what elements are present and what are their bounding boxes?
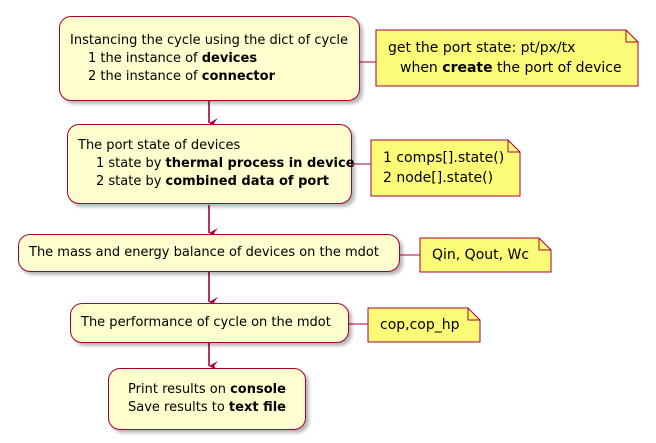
activity-port-state: The port state of devices 1 state by the… xyxy=(67,124,355,204)
activity-2-title: The port state of devices xyxy=(78,138,241,153)
activity-mass-energy-balance: The mass and energy balance of devices o… xyxy=(18,234,400,272)
note-port-state: get the port state: pt/px/tx when create… xyxy=(375,29,639,87)
activity-1-title: Instancing the cycle using the dict of c… xyxy=(70,32,348,48)
activity-print-results: Print results on console Save results to… xyxy=(108,368,306,430)
note-2-text: 1 comps[].state() 2 node[].state() xyxy=(371,140,520,196)
note-state-calls: 1 comps[].state() 2 node[].state() xyxy=(370,139,521,197)
note-1-line-2: when create the port of device xyxy=(400,60,622,76)
note-3-shape xyxy=(419,237,552,273)
activity-2-line-2: 1 state by thermal process in device xyxy=(96,156,355,171)
note-cop: cop,cop_hp xyxy=(367,307,481,343)
activity-5-line-2: Save results to text file xyxy=(128,400,286,415)
activity-1-line-3: 2 the instance of connector xyxy=(88,68,275,84)
activity-instancing-cycle: Instancing the cycle using the dict of c… xyxy=(59,16,360,101)
note-1-shape xyxy=(375,29,639,87)
activity-1-line-2: 1 the instance of devices xyxy=(88,50,258,66)
note-1-line-1: get the port state: pt/px/tx xyxy=(388,40,576,56)
note-2-shape xyxy=(370,139,521,197)
activity-4-title: The performance of cycle on the mdot xyxy=(81,315,331,330)
note-heat-work: Qin, Qout, Wc xyxy=(419,237,552,273)
note-3-line-1: Qin, Qout, Wc xyxy=(432,247,530,263)
activity-cycle-performance: The performance of cycle on the mdot xyxy=(70,303,349,343)
note-4-text: cop,cop_hp xyxy=(368,308,480,342)
note-3-text: Qin, Qout, Wc xyxy=(420,238,551,272)
activity-2-line-3: 2 state by combined data of port xyxy=(96,174,329,189)
note-2-line-2: 2 node[].state() xyxy=(383,170,494,186)
activity-5-line-1: Print results on console xyxy=(128,382,286,397)
note-1-text: get the port state: pt/px/tx when create… xyxy=(376,30,638,86)
note-4-shape xyxy=(367,307,481,343)
note-4-line-1: cop,cop_hp xyxy=(380,317,460,333)
note-2-line-1: 1 comps[].state() xyxy=(383,150,505,166)
activity-3-title: The mass and energy balance of devices o… xyxy=(29,245,379,260)
